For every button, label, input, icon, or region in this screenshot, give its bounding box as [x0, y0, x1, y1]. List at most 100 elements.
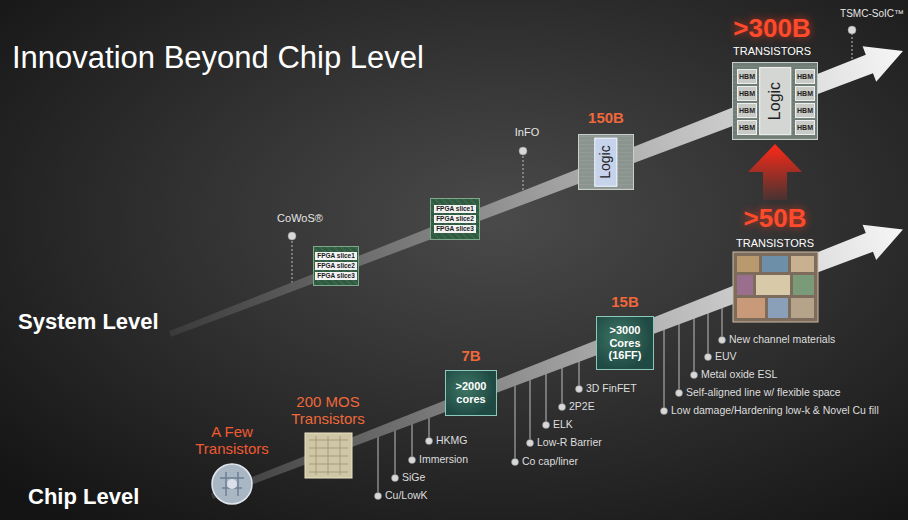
chip-label: FPGA slice3	[315, 272, 357, 280]
milestone-dot	[576, 386, 583, 393]
chip-label: FPGA slice1	[315, 252, 357, 260]
chip-label: HBM	[797, 107, 813, 114]
milestone-dot	[512, 459, 519, 466]
leader-line	[292, 240, 293, 287]
chip-label: Logic	[759, 67, 791, 135]
process-technology: New channel materials	[729, 334, 835, 346]
chip-label: >3000 Cores (16FF)	[600, 324, 650, 362]
process-technology: Low damage/Hardening low-k & Novel Cu fi…	[671, 405, 879, 417]
milestone-dot	[527, 440, 534, 447]
chip-photo-detail	[309, 436, 348, 475]
processor-die: >2000 cores	[445, 370, 497, 416]
chip-label: HBM	[739, 124, 755, 131]
milestone-dot	[392, 475, 399, 482]
milestone-dot	[559, 404, 566, 411]
milestone-dot	[848, 26, 856, 34]
leader-line	[546, 367, 547, 421]
chip-photo-detail	[227, 479, 237, 489]
process-technology: Self-aligned line w/ flexible space	[686, 387, 841, 399]
chip-block	[762, 256, 788, 272]
leader-line	[530, 373, 531, 439]
chip-label: HBM	[739, 73, 755, 80]
process-technology: Cu/LowK	[385, 490, 428, 502]
hbm-stack: HBM	[795, 120, 815, 135]
chip-label: FPGA slice3	[434, 225, 476, 233]
transistor-count: 7B	[461, 348, 480, 365]
chip-photo	[305, 433, 352, 478]
hbm-stack: HBM	[737, 103, 757, 118]
process-technology: Low-R Barrier	[537, 437, 602, 449]
hbm-stack: HBM	[737, 69, 757, 84]
milestone-dot	[409, 457, 416, 464]
packaging-technology: TSMC-SoIC™	[840, 8, 904, 19]
chip-label: HBM	[797, 124, 813, 131]
chip-photo	[212, 464, 252, 504]
process-technology: EUV	[715, 351, 737, 363]
milestone-dot	[543, 422, 550, 429]
level-name: System Level	[18, 310, 159, 334]
process-technology: Immersion	[419, 454, 468, 466]
chip-label: >2000 cores	[449, 380, 493, 405]
hbm-stack: HBM	[795, 103, 815, 118]
unit-label: TRANSISTORS	[733, 45, 811, 57]
chip-photo-detail	[220, 472, 244, 496]
slide-title: Innovation Beyond Chip Level	[12, 40, 424, 76]
hbm-stack: HBM	[795, 86, 815, 101]
transistor-count: 150B	[588, 110, 624, 127]
milestone-dot	[676, 390, 683, 397]
milestone-dot	[719, 337, 726, 344]
milestone-dot	[375, 493, 382, 500]
transistor-chip-image	[212, 464, 252, 504]
leader-line	[664, 322, 665, 407]
transistor-count: A Few Transistors	[187, 424, 277, 457]
milestone-dots	[288, 26, 856, 500]
level-name: Chip Level	[28, 485, 139, 509]
transistor-count: 200 MOS Transistors	[283, 394, 373, 427]
chip-label: Logic	[594, 137, 617, 186]
milestone-dot	[661, 408, 668, 415]
milestone-dot	[519, 147, 527, 155]
hbm-stack: HBM	[737, 120, 757, 135]
chip-label: HBM	[739, 107, 755, 114]
transistor-count: 15B	[611, 294, 639, 311]
packaging-technology: InFO	[515, 126, 539, 138]
hbm-stack: HBM	[795, 69, 815, 84]
chip-label: HBM	[739, 90, 755, 97]
chip-label: HBM	[797, 90, 813, 97]
leader-line	[378, 432, 379, 492]
process-technology: SiGe	[402, 472, 425, 484]
leader-lines	[378, 299, 722, 492]
leader-line	[515, 379, 516, 458]
chip-level-arrow	[211, 225, 903, 499]
chip-block	[756, 275, 790, 295]
chip-label: FPGA slice2	[315, 262, 357, 270]
system-level-arrow	[169, 46, 903, 337]
chip-block	[737, 298, 765, 318]
leader-line	[694, 310, 695, 371]
unit-label: TRANSISTORS	[736, 237, 814, 249]
process-technology: 3D FinFET	[586, 383, 637, 395]
process-technology: Co cap/liner	[522, 456, 578, 468]
chip-label: FPGA slice1	[434, 205, 476, 213]
leader-line	[395, 425, 396, 474]
packaging-technology: CoWoS®	[277, 212, 323, 224]
chip-photo	[733, 252, 818, 322]
die-photo-50b	[733, 252, 818, 322]
transistor-count: >50B	[744, 204, 807, 233]
mos-chip-image	[305, 433, 352, 478]
chip-block	[768, 298, 788, 318]
process-technology: Metal oxide ESL	[701, 369, 777, 381]
process-technology: 2P2E	[569, 401, 595, 413]
chip-block	[791, 256, 814, 272]
process-technology: HKMG	[436, 435, 468, 447]
chip-label: FPGA slice2	[434, 215, 476, 223]
fpga-package: FPGA slice1FPGA slice2FPGA slice3	[430, 198, 480, 240]
chip-block	[791, 298, 814, 318]
chip-block	[737, 275, 753, 295]
milestone-dot	[426, 438, 433, 445]
chip-label: HBM	[797, 73, 813, 80]
logic-package: Logic	[578, 134, 634, 190]
processor-die: >3000 Cores (16FF)	[596, 316, 654, 370]
